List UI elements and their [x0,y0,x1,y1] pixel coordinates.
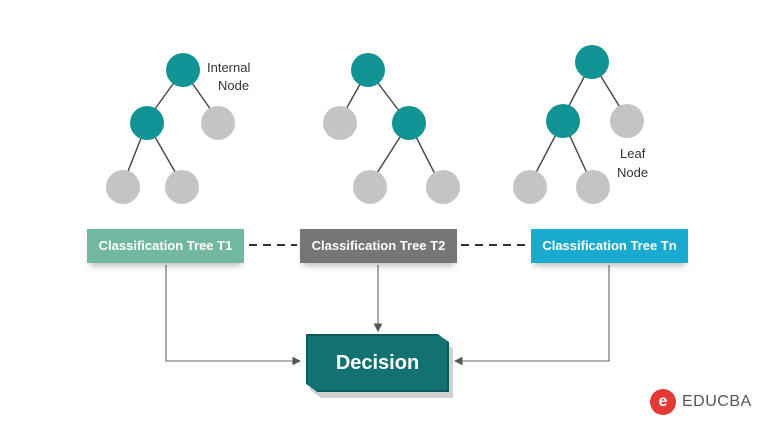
internal-node-label-line1: Internal [207,60,250,75]
flow-line-tn-to-decision [453,265,610,366]
internal-node [130,106,164,140]
leaf-node [353,170,387,204]
tree-n: Leaf Node [513,45,648,204]
tree-2 [323,53,460,204]
classification-tree-tn-box: Classification Tree Tn [531,229,688,263]
leaf-node-label-line1: Leaf [620,146,646,161]
internal-node [575,45,609,79]
decision-box: Decision [306,334,449,392]
leaf-node [323,106,357,140]
leaf-node [513,170,547,204]
leaf-node [106,170,140,204]
internal-node-label-line2: Node [218,78,249,93]
internal-node [546,104,580,138]
educba-logo-icon: e [650,389,676,415]
leaf-node [426,170,460,204]
internal-node [351,53,385,87]
classification-tree-t1-box: Classification Tree T1 [87,229,244,263]
leaf-node [201,106,235,140]
flow-line-t1-to-decision [165,265,302,366]
brand-logo-group: e EDUCBA [650,389,752,415]
classification-tree-t2-box: Classification Tree T2 [300,229,457,263]
leaf-node [576,170,610,204]
leaf-node-label-line2: Node [617,165,648,180]
internal-node [392,106,426,140]
leaf-node [610,104,644,138]
leaf-node [165,170,199,204]
tree-1: Internal Node [106,53,250,204]
brand-name: EDUCBA [682,393,752,410]
internal-node [166,53,200,87]
